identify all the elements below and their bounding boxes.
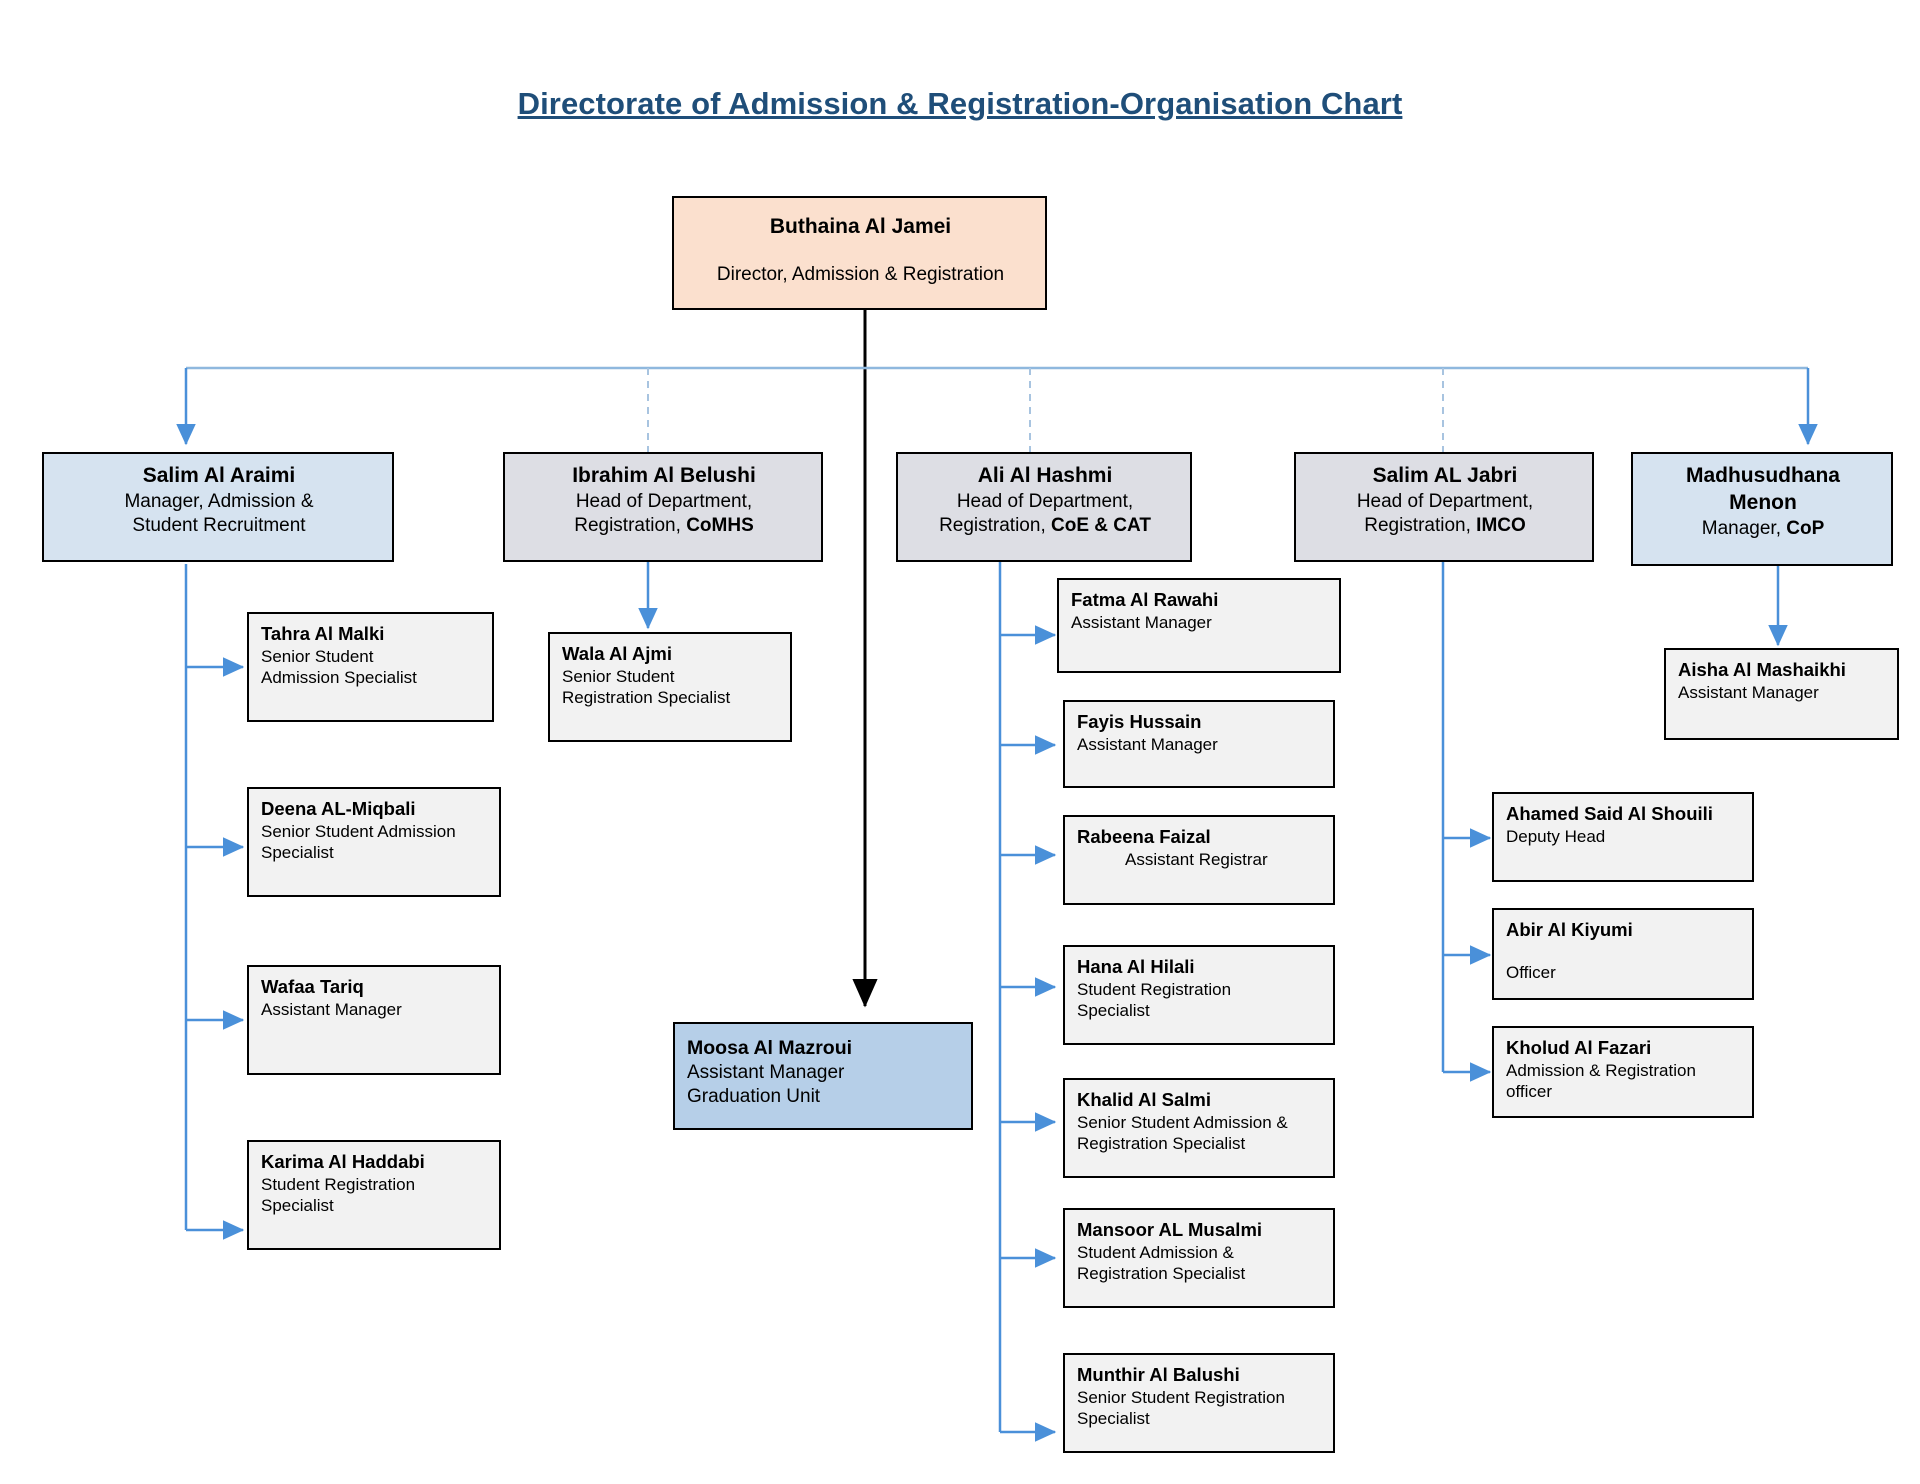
node-name: Karima Al Haddabi [261,1151,425,1172]
node-name-line1: Madhusudhana [1685,464,1840,487]
node-name-line2: Menon [1729,490,1797,514]
node-name: Fatma Al Rawahi [1071,589,1219,610]
node-name: Ali Al Hashmi [977,464,1113,487]
node-role-line1: Assistant Manager [1071,612,1212,632]
node-karima-al-haddabi[interactable]: Karima Al Haddabi Student Registration S… [247,1140,501,1250]
node-name: Wafaa Tariq [261,976,364,997]
page-title: Directorate of Admission & Registration-… [517,86,1403,121]
node-role: Director, Admission & Registration [716,263,1005,285]
node-head-coe-cat[interactable]: Ali Al Hashmi Head of Department, Regist… [896,452,1192,562]
node-role-line1: Senior Student Registration [1077,1387,1285,1407]
node-role-line2: Specialist [261,843,334,863]
node-role-line1: Head of Department, [956,490,1134,512]
node-munthir-al-balushi[interactable]: Munthir Al Balushi Senior Student Regist… [1063,1353,1335,1453]
node-role-line1: Officer [1506,962,1556,982]
node-khalid-al-salmi[interactable]: Khalid Al Salmi Senior Student Admission… [1063,1078,1335,1178]
node-role-line1: Deputy Head [1506,826,1606,846]
node-role-line2: Registration, IMCO [1364,515,1526,537]
node-mansoor-al-musalmi[interactable]: Mansoor AL Musalmi Student Admission & R… [1063,1208,1335,1308]
node-role-line1: Student Admission & [1077,1242,1234,1262]
node-name: Tahra Al Malki [261,623,385,644]
node-hana-al-hilali[interactable]: Hana Al Hilali Student Registration Spec… [1063,945,1335,1045]
node-role-line2: Registration, CoE & CAT [939,515,1151,537]
node-role-line1: Head of Department, [1356,490,1534,512]
node-name: Aisha Al Mashaikhi [1678,659,1846,680]
node-name: Ahamed Said Al Shouili [1506,803,1713,824]
node-rabeena-faizal[interactable]: Rabeena Faizal Assistant Registrar [1063,815,1335,905]
node-name: Fayis Hussain [1077,711,1202,732]
node-name: Wala Al Ajmi [562,643,672,664]
node-role-line1: Assistant Manager [261,999,402,1019]
node-ahamed-said-al-shouili[interactable]: Ahamed Said Al Shouili Deputy Head [1492,792,1754,882]
node-abir-al-kiyumi[interactable]: Abir Al Kiyumi Officer [1492,908,1754,1000]
node-name: Abir Al Kiyumi [1506,919,1633,940]
node-role-line1: Student Registration [1077,979,1232,999]
node-role-line1: Assistant Registrar [1125,849,1268,869]
node-role-line1: Senior Student [261,646,374,666]
node-head-imco[interactable]: Salim AL Jabri Head of Department, Regis… [1294,452,1594,562]
node-name: Salim AL Jabri [1372,464,1518,487]
node-fayis-hussain[interactable]: Fayis Hussain Assistant Manager [1063,700,1335,788]
node-graduation-unit[interactable]: Moosa Al Mazroui Assistant Manager Gradu… [673,1022,973,1130]
node-name: Buthaina Al Jamei [769,215,952,238]
node-name: Rabeena Faizal [1077,826,1211,847]
node-role-line1: Assistant Manager [687,1061,845,1083]
node-tahra-al-malki[interactable]: Tahra Al Malki Senior Student Admission … [247,612,494,722]
node-role-line1: Senior Student Admission [261,821,456,841]
node-name: Mansoor AL Musalmi [1077,1219,1263,1240]
node-director[interactable]: Buthaina Al Jamei Director, Admission & … [672,196,1047,310]
node-head-comhs[interactable]: Ibrahim Al Belushi Head of Department, R… [503,452,823,562]
node-role-line2: Specialist [1077,1409,1150,1429]
node-name: Hana Al Hilali [1077,956,1195,977]
node-role-line2: Admission Specialist [261,668,417,688]
node-role-line1: Assistant Manager [1077,734,1218,754]
node-role-line2: Graduation Unit [687,1086,821,1108]
node-name: Ibrahim Al Belushi [572,464,756,487]
node-role-line1: Manager, CoP [1701,517,1825,539]
node-manager-cop[interactable]: Madhusudhana Menon Manager, CoP [1631,452,1893,566]
node-name: Khalid Al Salmi [1077,1089,1211,1110]
node-role-line2: Student Recruitment [132,515,306,537]
node-role-line1: Manager, Admission & [124,490,314,512]
node-role-line1: Head of Department, [575,490,753,512]
node-manager-admission-recruitment[interactable]: Salim Al Araimi Manager, Admission & Stu… [42,452,394,562]
node-role-line2: Specialist [261,1196,334,1216]
node-role-line1: Assistant Manager [1678,682,1819,702]
node-role-line2: Specialist [1077,1001,1150,1021]
node-name: Deena AL-Miqbali [261,798,416,819]
node-role-line2: Registration Specialist [1077,1264,1246,1284]
node-role-line2: Registration, CoMHS [574,515,754,537]
node-role-line2: Registration Specialist [1077,1134,1246,1154]
node-role-line1: Admission & Registration [1506,1060,1696,1080]
node-role-line1: Senior Student Admission & [1077,1112,1288,1132]
node-fatma-al-rawahi[interactable]: Fatma Al Rawahi Assistant Manager [1057,578,1341,673]
node-role-line2: officer [1506,1082,1552,1102]
node-deena-al-miqbali[interactable]: Deena AL-Miqbali Senior Student Admissio… [247,787,501,897]
node-aisha-al-mashaikhi[interactable]: Aisha Al Mashaikhi Assistant Manager [1664,648,1899,740]
node-role-line1: Senior Student [562,666,675,686]
node-role-line1: Student Registration [261,1174,416,1194]
node-name: Kholud Al Fazari [1506,1037,1652,1058]
node-name: Munthir Al Balushi [1077,1364,1240,1385]
node-name: Moosa Al Mazroui [687,1037,853,1059]
node-wala-al-ajmi[interactable]: Wala Al Ajmi Senior Student Registration… [548,632,792,742]
node-kholud-al-fazari[interactable]: Kholud Al Fazari Admission & Registratio… [1492,1026,1754,1118]
node-role-line2: Registration Specialist [562,688,731,708]
node-wafaa-tariq[interactable]: Wafaa Tariq Assistant Manager [247,965,501,1075]
node-name: Salim Al Araimi [142,464,296,487]
